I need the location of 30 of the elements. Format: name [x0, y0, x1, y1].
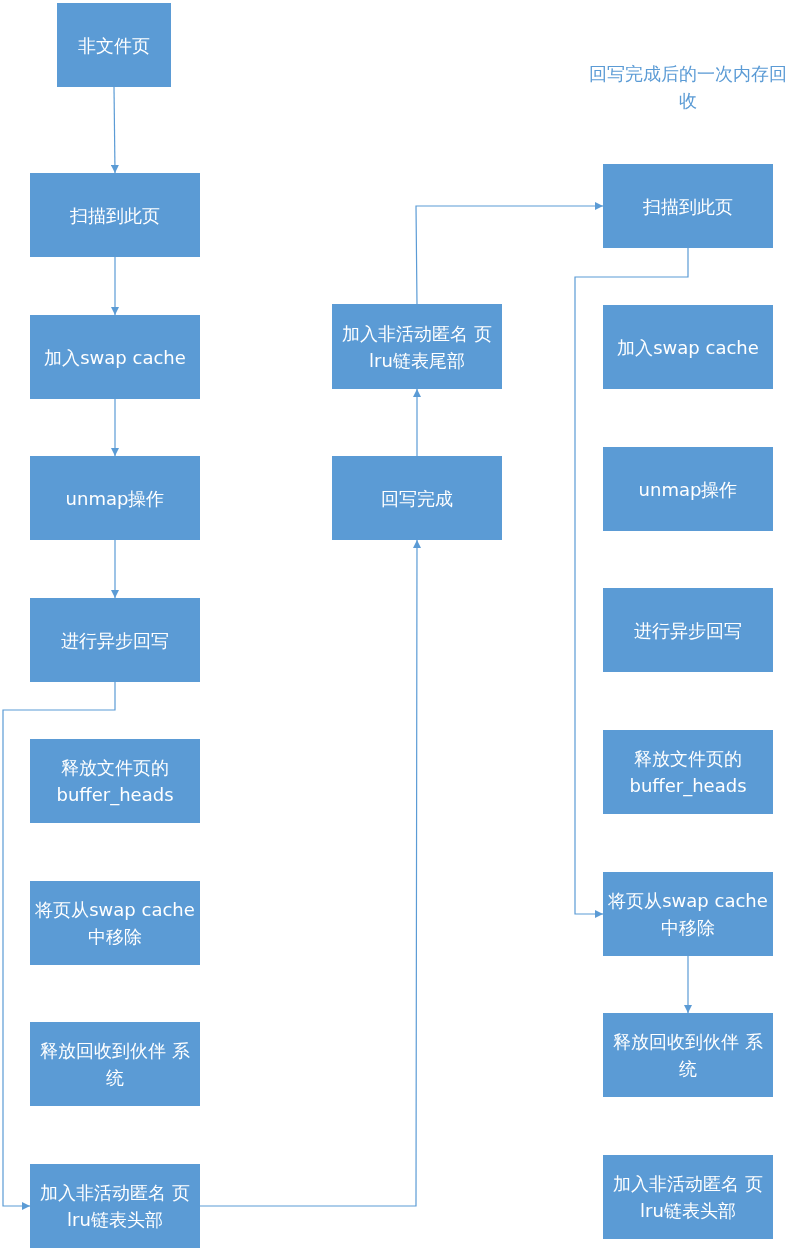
process-box: 将页从swap cache 中移除: [30, 881, 200, 965]
process-box: 进行异步回写: [30, 598, 200, 682]
process-box: 加入非活动匿名 页lru链表头部: [30, 1164, 200, 1248]
process-box: 加入swap cache: [603, 305, 773, 389]
process-box: 回写完成: [332, 456, 502, 540]
process-box: 释放文件页的 buffer_heads: [30, 739, 200, 823]
process-box: 加入非活动匿名 页lru链表尾部: [332, 304, 502, 389]
process-box: 进行异步回写: [603, 588, 773, 672]
process-box: 释放回收到伙伴 系统: [603, 1013, 773, 1097]
process-box: unmap操作: [603, 447, 773, 531]
arrow: [2, 681, 116, 1210]
process-box: 扫描到此页: [30, 173, 200, 257]
process-box: 扫描到此页: [603, 164, 773, 248]
arrow: [574, 247, 689, 918]
arrow: [110, 86, 119, 174]
process-box: unmap操作: [30, 456, 200, 540]
process-box: 加入swap cache: [30, 315, 200, 399]
arrow: [111, 539, 119, 599]
arrow: [199, 539, 421, 1207]
note-text: 回写完成后的一次内存回收: [588, 62, 788, 113]
process-box: 释放回收到伙伴 系统: [30, 1022, 200, 1106]
process-box: 加入非活动匿名 页lru链表头部: [603, 1155, 773, 1239]
arrow: [415, 202, 604, 305]
process-box: 释放文件页的 buffer_heads: [603, 730, 773, 814]
arrow: [413, 388, 421, 457]
arrow: [684, 955, 692, 1014]
process-box: 将页从swap cache 中移除: [603, 872, 773, 956]
arrow: [111, 398, 119, 457]
arrow: [111, 256, 119, 316]
process-box: 非文件页: [57, 3, 171, 87]
